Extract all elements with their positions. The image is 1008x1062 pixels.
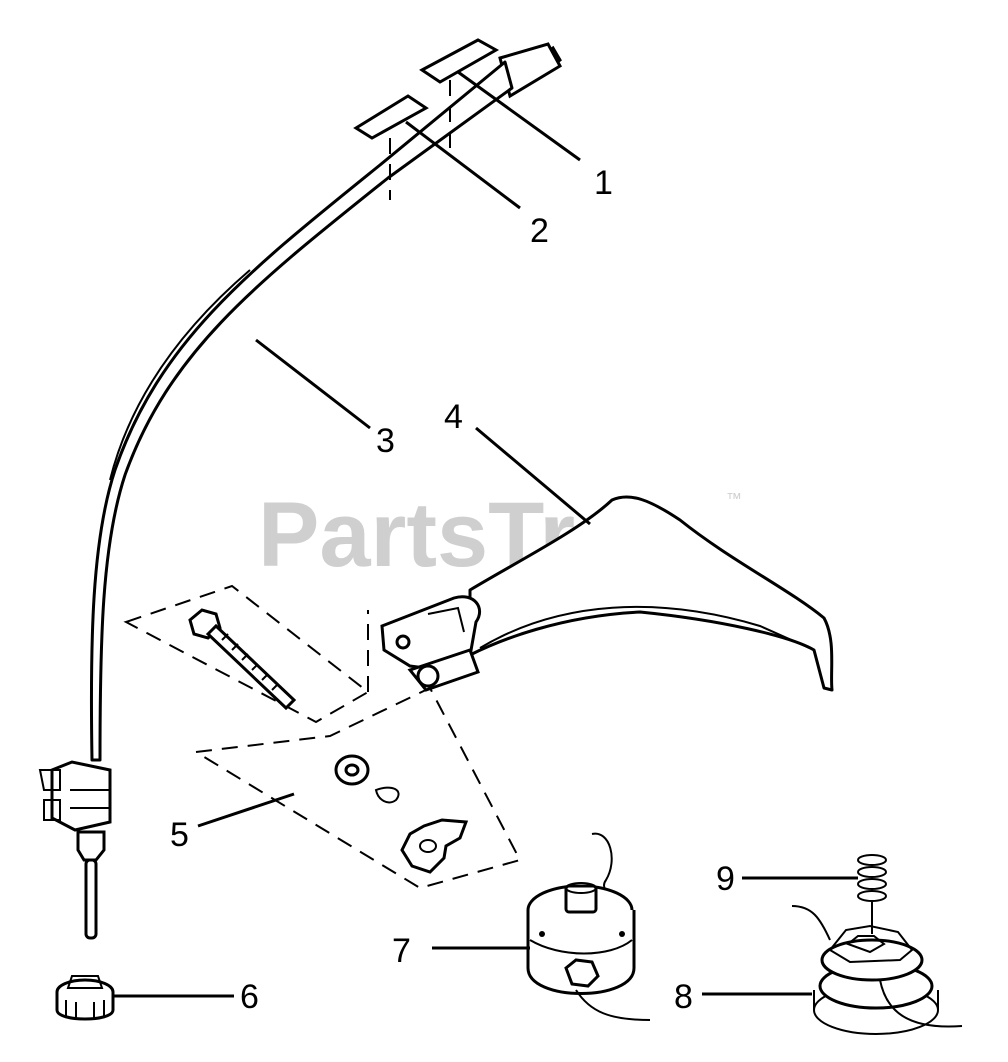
nut-part-6[interactable] [55, 975, 115, 1021]
trimmer-head-part-7[interactable] [526, 832, 651, 1021]
callout-4: 4 [444, 398, 463, 436]
callout-5: 5 [170, 816, 189, 854]
spool-part-8[interactable] [791, 905, 963, 1035]
callout-9: 9 [716, 860, 735, 898]
callout-8: 8 [674, 978, 693, 1016]
hardware-kit-part-5[interactable] [123, 584, 522, 890]
shaft-part-3[interactable] [38, 42, 563, 940]
label-decal-part-1[interactable] [419, 38, 500, 150]
callout-7: 7 [392, 932, 411, 970]
watermark-trademark: ™ [726, 491, 742, 508]
callout-2: 2 [530, 212, 549, 250]
label-decal-part-2[interactable] [353, 94, 429, 200]
callout-labels: 1 2 3 4 5 6 7 8 9 [170, 164, 735, 1016]
spring-part-9[interactable] [857, 854, 887, 934]
callout-1: 1 [594, 164, 613, 202]
shield-part-4[interactable] [380, 495, 834, 692]
callout-3: 3 [376, 422, 395, 460]
leader-lines [112, 70, 858, 998]
callout-6: 6 [240, 978, 259, 1016]
